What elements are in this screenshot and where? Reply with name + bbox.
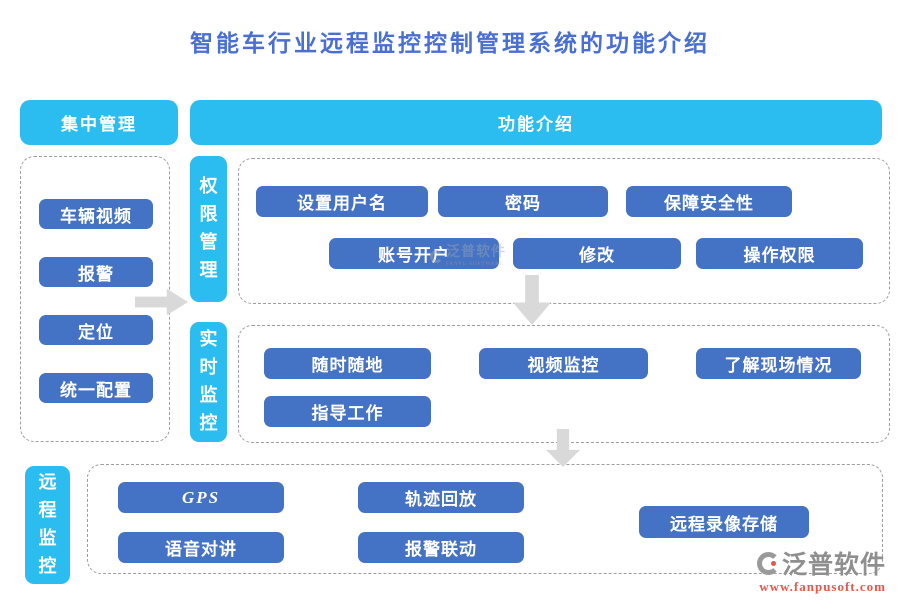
node-unified-config: 统一配置 <box>39 373 153 403</box>
panel-centralized-management: 车辆视频 报警 定位 统一配置 <box>20 156 170 442</box>
node-vehicle-video: 车辆视频 <box>39 199 153 229</box>
node-voice-intercom: 语音对讲 <box>118 532 284 563</box>
node-modify: 修改 <box>513 238 681 269</box>
node-gps: GPS <box>118 482 284 513</box>
node-remote-video-storage: 远程录像存储 <box>639 506 809 538</box>
node-track-playback: 轨迹回放 <box>358 482 524 513</box>
panel-remote-monitoring: GPS 轨迹回放 远程录像存储 语音对讲 报警联动 <box>87 464 883 574</box>
node-site-awareness: 了解现场情况 <box>696 348 861 379</box>
watermark-brand: 泛普软件 <box>781 552 886 579</box>
page-title: 智能车行业远程监控控制管理系统的功能介绍 <box>190 31 710 56</box>
node-location: 定位 <box>39 315 153 345</box>
watermark-bottom-right: 泛普软件 www.fanpusoft.com <box>756 545 886 595</box>
node-guide-work: 指导工作 <box>264 396 431 427</box>
node-operation-permission: 操作权限 <box>696 238 863 269</box>
node-ensure-security: 保障安全性 <box>626 186 792 217</box>
watermark-url: www.fanpusoft.com <box>759 579 886 594</box>
panel-permission-management: 设置用户名 密码 保障安全性 账号开户 修改 操作权限 <box>238 158 890 304</box>
label-permission-management: 权限管理 <box>190 156 227 302</box>
node-anytime-anywhere: 随时随地 <box>264 348 431 379</box>
node-alarm-linkage: 报警联动 <box>358 532 524 563</box>
node-set-username: 设置用户名 <box>256 186 428 217</box>
node-account-opening: 账号开户 <box>329 238 499 269</box>
panel-realtime-monitoring: 随时随地 视频监控 了解现场情况 指导工作 <box>238 325 890 443</box>
label-remote-monitoring: 远程监控 <box>25 466 70 584</box>
header-centralized-management: 集中管理 <box>20 100 178 145</box>
node-password: 密码 <box>438 186 608 217</box>
header-function-introduction: 功能介绍 <box>190 100 882 145</box>
label-realtime-monitoring: 实时监控 <box>190 322 227 442</box>
node-video-monitoring: 视频监控 <box>479 348 648 379</box>
fanpu-logo-icon <box>756 551 780 575</box>
node-alarm: 报警 <box>39 257 153 287</box>
